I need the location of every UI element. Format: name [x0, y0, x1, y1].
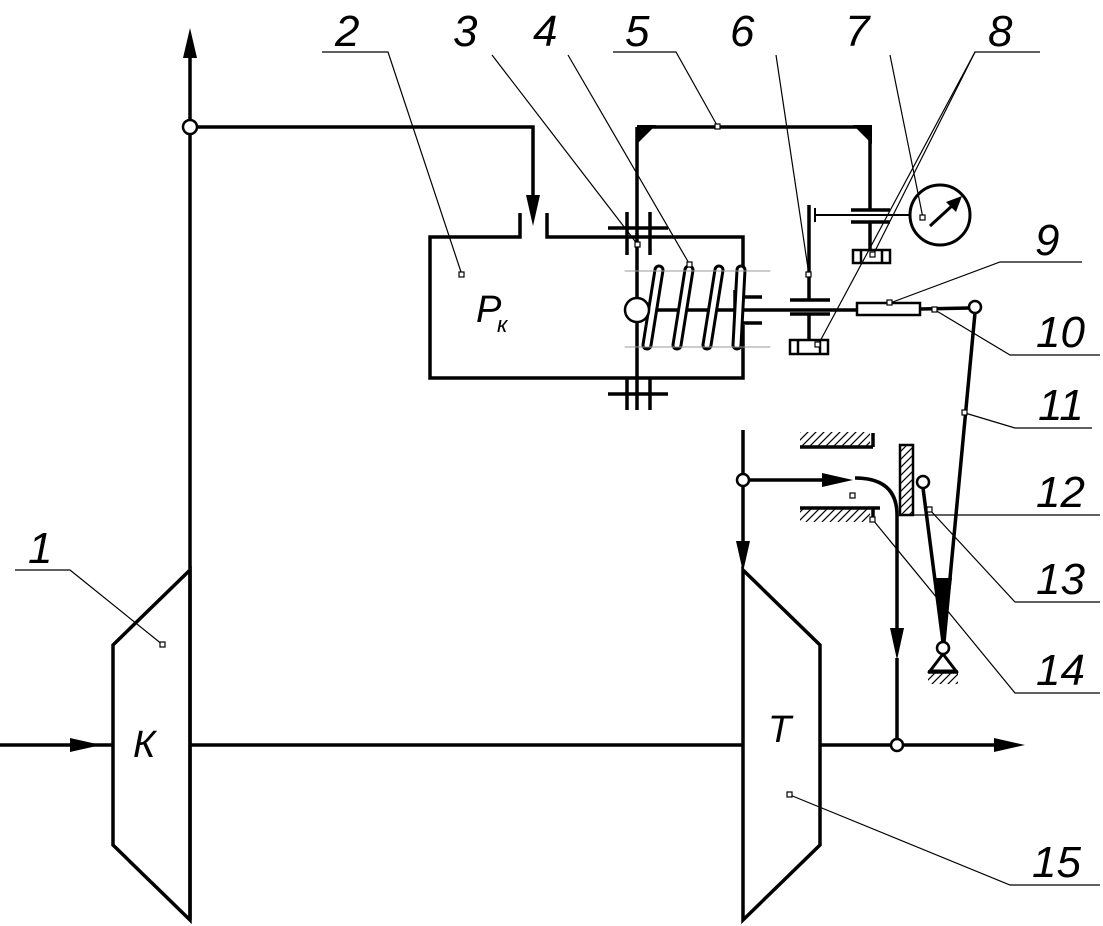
gauge-needle: [928, 202, 956, 228]
valve-wall-bottom-hatch: [800, 508, 870, 522]
callout-10: 10: [1036, 308, 1085, 357]
arrow-right-icon: [70, 738, 101, 752]
callout-9: 9: [1035, 216, 1059, 265]
frame-weld-right: [853, 125, 872, 144]
arrow-down-icon: [526, 195, 540, 226]
joint-rod-11: [967, 299, 983, 315]
leader-line-11: [964, 412, 1092, 429]
arrow-right-icon: [822, 473, 853, 487]
callout-3: 3: [453, 7, 478, 56]
leader-line-8b: [817, 51, 976, 346]
pressure-chamber: [428, 213, 745, 380]
pressure-label: Р: [476, 289, 502, 331]
callout-12: 12: [1036, 468, 1085, 517]
leader-line-6: [775, 54, 810, 276]
joint-lever-13: [915, 474, 931, 490]
callout-6: 6: [730, 7, 755, 56]
leader-line-7: [889, 54, 924, 219]
callout-14: 14: [1036, 646, 1085, 695]
pivot-support: [926, 651, 960, 673]
lever-arm: [935, 578, 952, 640]
piston: [623, 296, 651, 324]
leader-line-2: [322, 51, 463, 276]
junction-compressor-outlet: [181, 118, 199, 136]
link-rod-10: [919, 306, 970, 311]
callout-4: 4: [533, 7, 557, 56]
leader-line-3: [491, 54, 639, 246]
spring: [624, 264, 771, 351]
arrow-up-icon: [183, 28, 197, 58]
arrow-right-icon: [994, 738, 1025, 752]
callout-8: 8: [988, 7, 1013, 56]
compressor-label: К: [133, 724, 158, 766]
leader-line-4: [567, 54, 691, 266]
callout-5: 5: [625, 7, 650, 56]
callout-1: 1: [28, 524, 52, 573]
lever-13: [921, 487, 945, 643]
pivot-ground-hatch: [928, 672, 958, 684]
bypass-curve: [854, 476, 899, 516]
callout-11: 11: [1038, 381, 1084, 430]
frame-bracket: [637, 125, 872, 210]
turbine-label: Т: [768, 709, 794, 751]
callout-2: 2: [334, 7, 359, 56]
leader-line-1: [15, 569, 164, 646]
leader-line-15: [789, 794, 1100, 886]
leader-line-9: [889, 261, 1082, 304]
arrow-down-icon: [890, 628, 904, 660]
leader-line-13: [929, 509, 1100, 603]
callout-15: 15: [1032, 838, 1081, 887]
callout-7: 7: [845, 7, 871, 56]
junction-turbine-inlet: [735, 472, 751, 488]
valve-plate: [898, 443, 915, 517]
joint-pivot: [935, 640, 951, 656]
turbine-body: [741, 565, 822, 925]
leader-line-14: [872, 519, 1100, 694]
gauge-needle-tip: [946, 196, 962, 212]
callout-13: 13: [1036, 555, 1085, 604]
pressure-subscript: к: [497, 312, 509, 337]
junction-exhaust: [889, 737, 905, 753]
nut-lower: [788, 338, 830, 356]
boost-pressure-line: [197, 125, 535, 198]
leader-line-5: [613, 51, 719, 128]
leader-line-10: [934, 309, 1100, 356]
arrow-down-icon: [736, 541, 750, 572]
valve-wall-top-hatch: [800, 432, 870, 447]
frame-weld-left: [637, 125, 656, 144]
